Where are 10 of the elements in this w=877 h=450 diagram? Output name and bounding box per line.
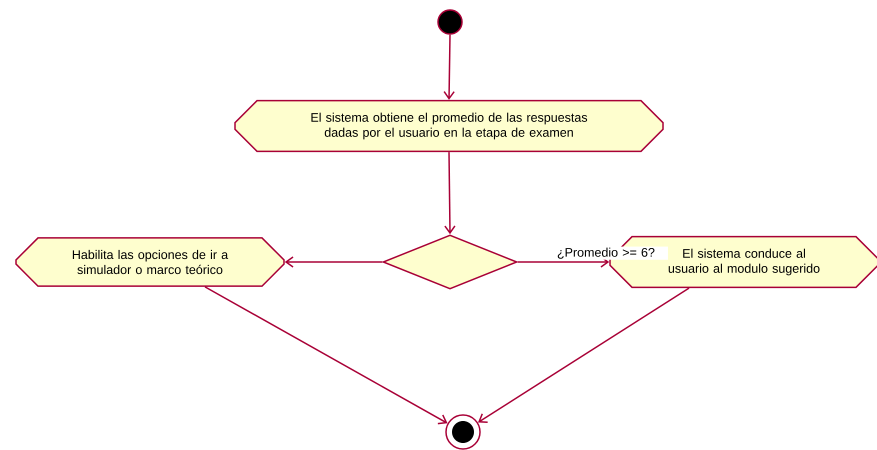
- arrow: [478, 287, 690, 423]
- end-dot: [445, 414, 481, 450]
- arrow: [444, 152, 456, 234]
- action-box: Habilita las opciones de ir a simulador o marco teórico: [15, 237, 285, 287]
- arrow: [284, 256, 382, 268]
- edge-label: ¿Promedio >= 6?: [556, 246, 668, 260]
- arrow: [444, 34, 455, 100]
- start-dot: [437, 9, 463, 35]
- arrow: [204, 286, 448, 424]
- action-box: El sistema obtiene el promedio de las respuestas dadas por el usuario en la etapa de examen: [234, 100, 664, 152]
